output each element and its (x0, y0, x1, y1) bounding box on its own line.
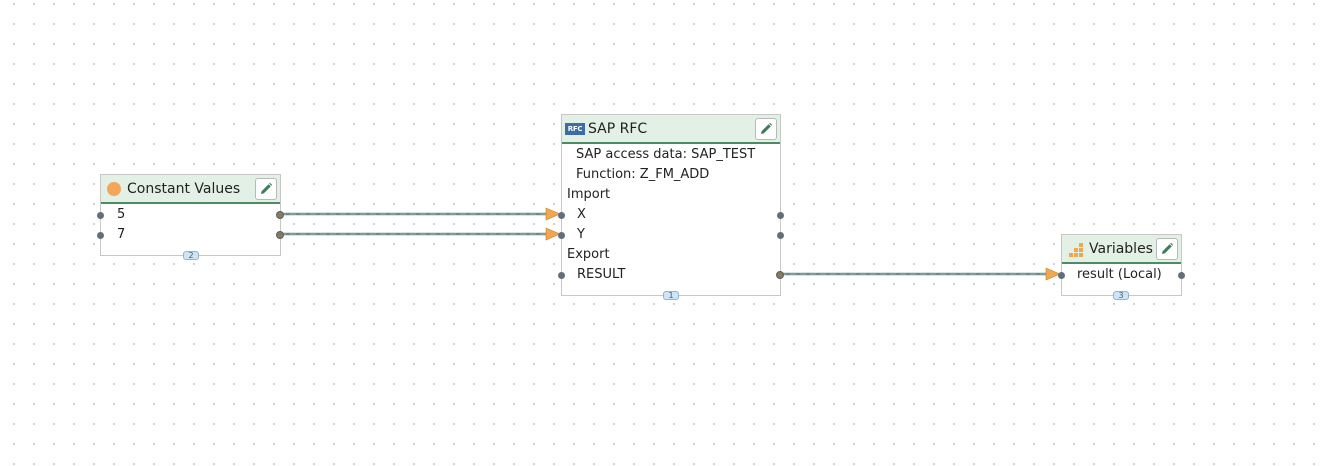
access-data-label: SAP access data: SAP_TEST (576, 147, 756, 162)
connection-result-to-variable[interactable] (780, 267, 1061, 281)
output-port[interactable] (777, 212, 784, 219)
edit-button[interactable] (255, 178, 277, 200)
constant-value: 5 (117, 207, 126, 222)
output-port[interactable] (776, 271, 784, 279)
connection-7-to-y[interactable] (280, 227, 561, 241)
input-port[interactable] (97, 232, 104, 239)
edit-button[interactable] (1156, 238, 1178, 260)
node-title: Constant Values (127, 180, 241, 197)
export-param-result[interactable]: RESULT (558, 265, 784, 285)
variables-node[interactable]: Variables result (Local) 3 (1058, 234, 1185, 300)
rfc-icon: RFC (565, 122, 585, 135)
node-title: Variables (1089, 240, 1153, 257)
node-index-badge: 1 (663, 291, 679, 300)
edit-button[interactable] (755, 118, 777, 140)
list-item[interactable]: 5 (97, 205, 284, 225)
output-port[interactable] (276, 211, 284, 219)
function-label: Function: Z_FM_ADD (576, 167, 710, 182)
input-port[interactable] (97, 212, 104, 219)
constant-value: 7 (117, 227, 126, 242)
bar-stack-icon (1069, 242, 1083, 257)
input-port[interactable] (558, 232, 565, 239)
node-title: SAP RFC (588, 120, 648, 137)
export-section-label: Export (567, 247, 610, 262)
sap-rfc-node[interactable]: RFC SAP RFC SAP access data: SAP_TEST Fu… (558, 114, 784, 300)
input-port[interactable] (558, 212, 565, 219)
output-port[interactable] (1178, 272, 1185, 279)
list-item[interactable]: result (Local) (1058, 265, 1185, 285)
node-header[interactable]: Constant Values (101, 175, 280, 204)
import-param-x[interactable]: X (558, 205, 784, 225)
circle-icon (107, 181, 121, 196)
output-port[interactable] (276, 231, 284, 239)
import-section-label: Import (567, 187, 611, 202)
node-index-badge: 3 (1113, 291, 1129, 300)
pencil-icon (1162, 242, 1174, 254)
pencil-icon (261, 182, 273, 194)
variable-name: result (Local) (1077, 267, 1162, 282)
node-header[interactable]: RFC SAP RFC (562, 115, 780, 144)
constant-values-node[interactable]: Constant Values 5 7 2 (97, 174, 284, 260)
pencil-icon (761, 122, 773, 134)
output-port[interactable] (777, 232, 784, 239)
list-item[interactable]: 7 (97, 225, 284, 245)
input-port[interactable] (558, 272, 565, 279)
connection-5-to-x[interactable] (280, 207, 561, 221)
import-param-y[interactable]: Y (558, 225, 784, 245)
input-port[interactable] (1058, 272, 1065, 279)
node-index-badge: 2 (183, 251, 199, 260)
